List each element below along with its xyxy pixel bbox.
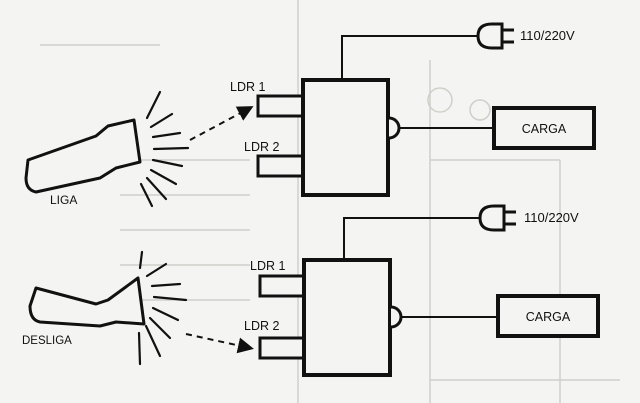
light-rays-top xyxy=(139,90,190,208)
power-wire-bottom xyxy=(343,217,480,260)
load-box-top xyxy=(492,106,596,150)
bottom-circuit xyxy=(28,204,600,377)
load-box-bottom xyxy=(496,294,600,338)
state-label-liga: LIGA xyxy=(50,193,77,207)
light-beam-arrow-top xyxy=(189,106,254,141)
top-circuit xyxy=(24,22,596,208)
control-box-top xyxy=(301,78,390,197)
background-ghost-schematic xyxy=(40,0,620,403)
output-connector-top xyxy=(388,116,401,140)
ldr2-sensor-top xyxy=(256,154,306,178)
labels: LDR 1 LDR 2 110/220V CARGA LIGA LDR 1 LD… xyxy=(22,28,579,347)
plug-icon-top xyxy=(476,22,514,50)
voltage-label-bottom: 110/220V xyxy=(524,210,579,225)
load-label-bottom: CARGA xyxy=(526,310,571,324)
power-wire-top xyxy=(341,35,478,80)
load-label-top: CARGA xyxy=(522,122,567,136)
ldr1-sensor-bottom xyxy=(258,274,308,298)
voltage-label-top: 110/220V xyxy=(520,28,575,43)
ldr2-label-bottom: LDR 2 xyxy=(244,319,279,333)
light-rays-bottom xyxy=(137,250,188,366)
output-connector-bottom xyxy=(390,305,403,329)
flashlight-bottom xyxy=(28,276,146,328)
control-box-bottom xyxy=(302,258,392,377)
ldr2-label-top: LDR 2 xyxy=(244,140,279,154)
ldr2-sensor-bottom xyxy=(258,336,308,360)
ldr1-label-bottom: LDR 1 xyxy=(250,259,285,273)
light-beam-arrow-bottom xyxy=(185,333,254,354)
ldr1-sensor-top xyxy=(256,94,306,118)
flashlight-top xyxy=(24,118,142,194)
ldr1-label-top: LDR 1 xyxy=(230,80,265,94)
state-label-desliga: DESLIGA xyxy=(22,335,72,347)
plug-icon-bottom xyxy=(478,204,516,232)
